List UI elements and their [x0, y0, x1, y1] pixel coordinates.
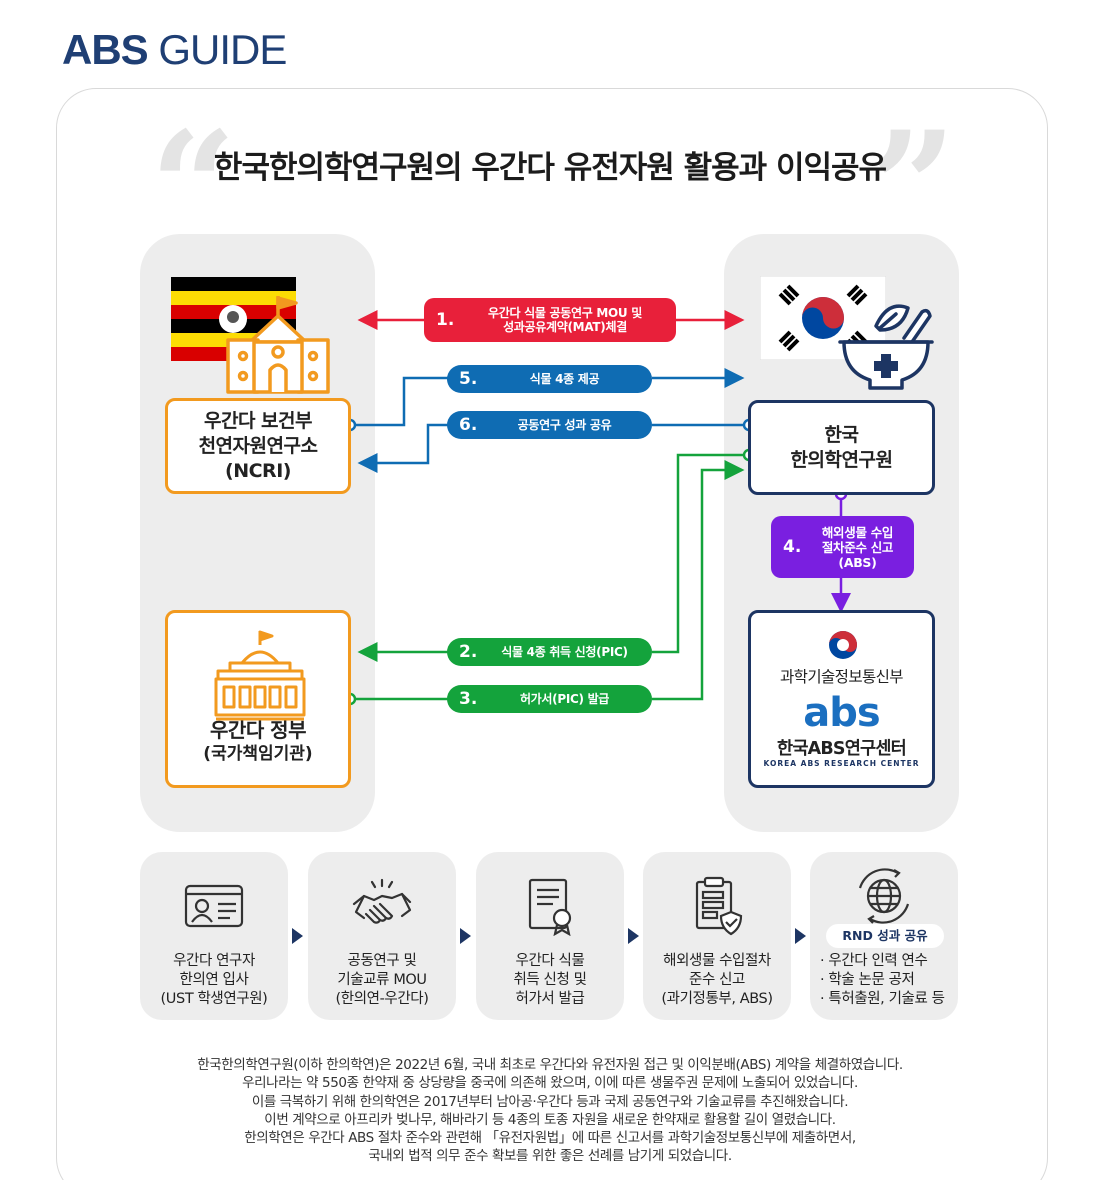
flow2-line [652, 453, 749, 654]
flow6-text: 공동연구 성과 공유 [517, 418, 612, 432]
document-shield-icon [695, 876, 743, 936]
flow6-label: 6. 공동연구 성과 공유 [447, 411, 652, 439]
id-card-icon [184, 884, 244, 928]
abs-logo: abs [803, 690, 880, 736]
description-line-5: 한의학연은 우간다 ABS 절차 준수와 관련해 「유전자원법」에 따른 신고서… [244, 1130, 856, 1147]
brand-bold: ABS [62, 26, 149, 73]
flow3-label: 3. 허가서(PIC) 발급 [447, 685, 652, 713]
brand-title: ABS GUIDE [62, 26, 287, 74]
flow5-text: 식물 4종 제공 [529, 372, 600, 386]
uganda-government-node: 우간다 정부 (국가책임기관) [165, 610, 351, 788]
step-1-line1: 우간다 연구자 [173, 953, 255, 969]
uganda-gov-line1: 우간다 정부 [210, 718, 306, 742]
flow6-arrow [357, 423, 448, 473]
step-5-list: · 우간다 인력 연수 · 학술 논문 공저 · 특허출원, 기술료 등 [820, 952, 945, 1009]
step-4-line1: 해외생물 수입절차 [663, 953, 771, 969]
step-arrow-2 [460, 928, 471, 944]
step-5-line3: · 특허출원, 기술료 등 [820, 991, 945, 1007]
step-arrow-3 [628, 928, 639, 944]
step-4-text: 해외생물 수입절차 준수 신고 (과기정통부, ABS) [643, 952, 791, 1009]
step-arrow-4 [795, 928, 806, 944]
flow5-num: 5. [459, 369, 478, 389]
description-line-6: 국내외 법적 의무 준수 확보를 위한 좋은 선례를 남기게 되었습니다. [368, 1148, 732, 1165]
flow3-num: 3. [459, 689, 478, 709]
flow1-line1: 우간다 식물 공동연구 MOU 및 [488, 306, 642, 320]
step-arrow-1 [292, 928, 303, 944]
brand-light: GUIDE [158, 26, 287, 73]
description-line-1: 한국한의학연구원(이하 한의학연)은 2022년 6월, 국내 최초로 우간다와… [197, 1057, 903, 1073]
step-1-text: 우간다 연구자 한의연 입사 (UST 학생연구원) [140, 952, 288, 1009]
step-3-line2: 취득 신청 및 [513, 972, 587, 988]
description-paragraph: 한국한의학연구원(이하 한의학연)은 2022년 6월, 국내 최초로 우간다와… [0, 1056, 1100, 1166]
flow1-num: 1. [436, 310, 455, 330]
flow6-num: 6. [459, 415, 478, 435]
description-line-2: 우리나라는 약 550종 한약재 중 상당량을 중국에 의존해 왔으며, 이에 … [242, 1075, 858, 1092]
step-card-3: 우간다 식물 취득 신청 및 허가서 발급 [476, 852, 624, 1020]
step-card-5: RND 성과 공유 · 우간다 인력 연수 · 학술 논문 공저 · 특허출원,… [810, 852, 958, 1020]
step-3-text: 우간다 식물 취득 신청 및 허가서 발급 [476, 952, 624, 1009]
step-card-4: 해외생물 수입절차 준수 신고 (과기정통부, ABS) [643, 852, 791, 1020]
abs-center-name: 한국ABS연구센터 [777, 739, 907, 759]
step-2-line3: (한의연-우간다) [335, 991, 429, 1007]
step-4-line2: 준수 신고 [689, 972, 745, 988]
description-line-4: 이번 계약으로 아프리카 벚나무, 해바라기 등 4종의 토종 자원을 새로운 … [264, 1111, 836, 1128]
kiom-node: 한국 한의학연구원 [748, 400, 935, 495]
ncri-node: 우간다 보건부 천연자원연구소 (NCRI) [165, 398, 351, 494]
step-2-text: 공동연구 및 기술교류 MOU (한의연-우간다) [308, 952, 456, 1009]
rnd-badge: RND 성과 공유 [826, 924, 944, 948]
step-1-line2: 한의연 입사 [179, 972, 249, 988]
description-line-3: 이를 극복하기 위해 한의학연은 2017년부터 남아공·우간다 등과 국제 공… [251, 1093, 849, 1110]
kiom-line2: 한의학연구원 [790, 448, 893, 471]
step-3-line3: 허가서 발급 [515, 991, 585, 1007]
ncri-line3: (NCRI) [225, 459, 291, 482]
flow2-label: 2. 식물 4종 취득 신청(PIC) [447, 638, 652, 666]
step-2-line1: 공동연구 및 [347, 953, 417, 969]
institute-building-icon [226, 296, 330, 394]
step-4-line3: (과기정통부, ABS) [661, 991, 773, 1007]
msit-name: 과학기술정보통신부 [780, 668, 904, 686]
ncri-line1: 우간다 보건부 [204, 409, 313, 432]
uganda-gov-line2: (국가책임기관) [203, 744, 313, 764]
ncri-line2: 천연자원연구소 [198, 434, 318, 457]
flow4-num: 4. [783, 537, 802, 557]
kiom-line1: 한국 [824, 423, 859, 446]
step-3-line1: 우간다 식물 [515, 953, 585, 969]
step-card-2: 공동연구 및 기술교류 MOU (한의연-우간다) [308, 852, 456, 1020]
flow2-text: 식물 4종 취득 신청(PIC) [501, 645, 628, 659]
step-5-line2: · 학술 논문 공저 [820, 972, 915, 988]
msit-abs-node: 과학기술정보통신부 abs 한국ABS연구센터 KOREA ABS RESEAR… [748, 610, 935, 788]
flow4-line2: 절차준수 신고 [821, 539, 894, 555]
handshake-icon [352, 878, 412, 924]
certificate-icon [528, 878, 572, 936]
government-building-icon [214, 630, 306, 721]
flow4-line1: 해외생물 수입 [821, 524, 894, 540]
step-5-line1: · 우간다 인력 연수 [820, 953, 928, 969]
step-1-line3: (UST 학생연구원) [160, 991, 268, 1007]
flow3-text: 허가서(PIC) 발급 [519, 692, 610, 706]
flow1-label: 1. 우간다 식물 공동연구 MOU 및 성과공유계약(MAT)체결 [424, 298, 676, 342]
flow2-num: 2. [459, 642, 478, 662]
page-title: 한국한의학연구원의 우간다 유전자원 활용과 이익공유 [213, 150, 887, 186]
herbal-mortar-icon [838, 304, 934, 390]
flow5-label: 5. 식물 4종 제공 [447, 365, 652, 393]
flow3-arrow [652, 460, 745, 701]
flow4-label: 4. 해외생물 수입 절차준수 신고 (ABS) [771, 516, 914, 578]
abs-center-sub: KOREA ABS RESEARCH CENTER [763, 759, 920, 768]
globe-icon [858, 868, 910, 924]
flow1-line2: 성과공유계약(MAT)체결 [503, 320, 627, 334]
flow5-line [350, 376, 448, 427]
step-card-1: 우간다 연구자 한의연 입사 (UST 학생연구원) [140, 852, 288, 1020]
step-2-line2: 기술교류 MOU [337, 972, 427, 988]
government-emblem-icon [829, 631, 857, 659]
flow4-line3: (ABS) [838, 554, 877, 570]
